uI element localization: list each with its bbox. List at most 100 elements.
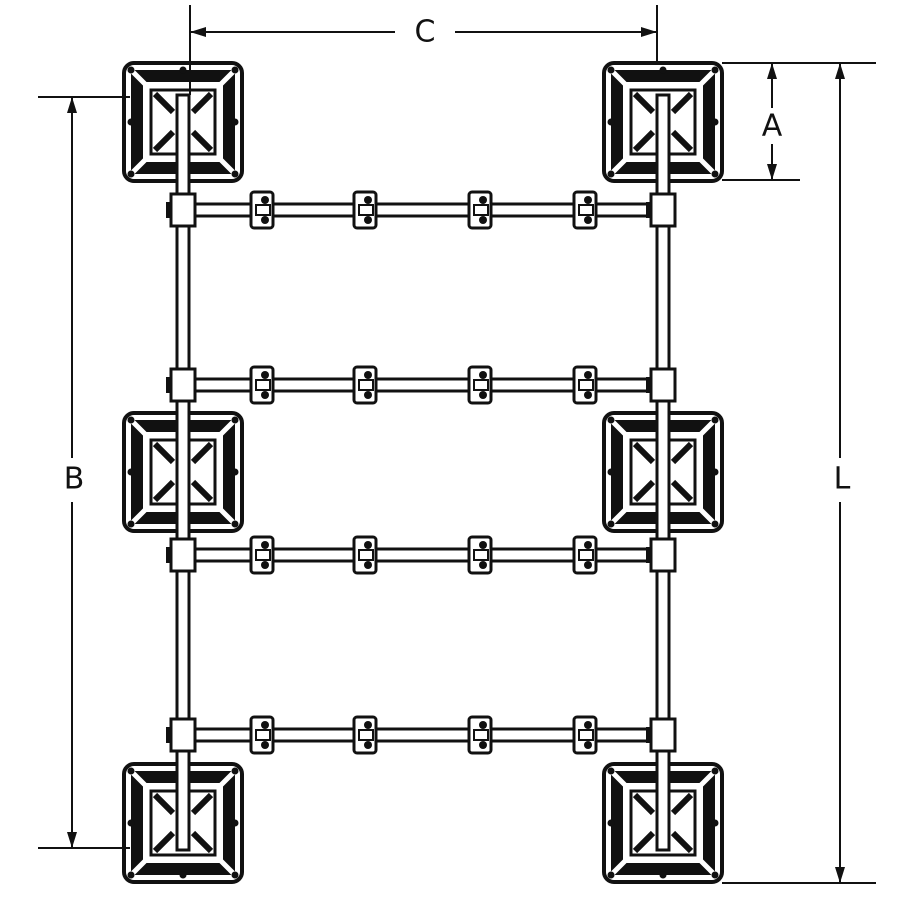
connector-insert bbox=[358, 549, 374, 561]
pad-bolt-icon bbox=[179, 66, 187, 74]
pad-bolt-icon bbox=[127, 170, 135, 178]
pad-bolt-icon bbox=[231, 767, 239, 775]
connector-insert bbox=[578, 204, 594, 216]
rail-clamp bbox=[649, 537, 677, 573]
connector-insert bbox=[358, 729, 374, 741]
connector-bolt-icon bbox=[584, 561, 592, 569]
dimension-label-c: C bbox=[415, 15, 436, 50]
arrow-icon bbox=[190, 27, 206, 37]
pad-bolt-icon bbox=[231, 66, 239, 74]
connector-bolt-icon bbox=[584, 371, 592, 379]
connector-bolt-icon bbox=[364, 561, 372, 569]
pad-bolt-icon bbox=[659, 66, 667, 74]
connector-insert bbox=[578, 549, 594, 561]
pad-bolt-icon bbox=[127, 468, 135, 476]
connector-bolt-icon bbox=[479, 741, 487, 749]
pad-bolt-icon bbox=[711, 118, 719, 126]
clamp-tab bbox=[646, 202, 651, 218]
connector-insert bbox=[473, 549, 489, 561]
connector-bolt-icon bbox=[479, 196, 487, 204]
pad-bolt-icon bbox=[231, 520, 239, 528]
connector-insert bbox=[255, 729, 271, 741]
pad-bolt-icon bbox=[711, 468, 719, 476]
rail-clamp bbox=[169, 192, 197, 228]
label-bg-a bbox=[756, 108, 788, 144]
pad-inner-brace bbox=[670, 830, 694, 854]
pad-bolt-icon bbox=[127, 819, 135, 827]
connector-insert bbox=[578, 729, 594, 741]
pad-bolt-icon bbox=[231, 819, 239, 827]
pad-inner-brace bbox=[152, 129, 176, 153]
pad-inner-brace bbox=[670, 792, 694, 816]
pad-inner-brace bbox=[190, 792, 214, 816]
pad-bolt-icon bbox=[607, 416, 615, 424]
rail-clamp bbox=[169, 367, 197, 403]
pad-bolt-icon bbox=[607, 118, 615, 126]
clamp-tab bbox=[646, 377, 651, 393]
rail-clamp bbox=[649, 717, 677, 753]
connector-insert bbox=[473, 204, 489, 216]
connector-bolt-icon bbox=[584, 541, 592, 549]
pad-inner-brace bbox=[152, 830, 176, 854]
clamp-tab bbox=[646, 547, 651, 563]
connector-bolt-icon bbox=[584, 391, 592, 399]
connector-bolt-icon bbox=[261, 721, 269, 729]
dimension-label-l: L bbox=[834, 462, 851, 497]
connector-insert bbox=[578, 379, 594, 391]
dimension-label-b: B bbox=[64, 462, 85, 497]
pad-bolt-icon bbox=[711, 170, 719, 178]
connector-bolt-icon bbox=[364, 391, 372, 399]
connector-bolt-icon bbox=[261, 216, 269, 224]
pad-bolt-icon bbox=[127, 118, 135, 126]
pad-bolt-icon bbox=[607, 468, 615, 476]
rail-clamp bbox=[649, 192, 677, 228]
connector-bolt-icon bbox=[479, 541, 487, 549]
connector-insert bbox=[358, 379, 374, 391]
pad-bolt-icon bbox=[231, 118, 239, 126]
pad-bolt-icon bbox=[127, 767, 135, 775]
pad-bolt-icon bbox=[711, 767, 719, 775]
pad-inner-brace bbox=[632, 792, 656, 816]
pad-bolt-icon bbox=[711, 520, 719, 528]
connector-bolt-icon bbox=[479, 721, 487, 729]
connector-insert bbox=[255, 379, 271, 391]
connector-insert bbox=[473, 379, 489, 391]
clamp-tab bbox=[166, 727, 171, 743]
pad-inner-brace bbox=[190, 91, 214, 115]
connector-bolt-icon bbox=[584, 216, 592, 224]
label-bg-l bbox=[824, 458, 856, 502]
clamp-tab bbox=[166, 547, 171, 563]
pad-inner-brace bbox=[670, 91, 694, 115]
label-bg-b bbox=[56, 458, 88, 502]
pad-bolt-icon bbox=[127, 66, 135, 74]
pad-inner-brace bbox=[152, 91, 176, 115]
connector-bolt-icon bbox=[364, 371, 372, 379]
clamp-tab bbox=[166, 202, 171, 218]
connector-bolt-icon bbox=[479, 391, 487, 399]
arrow-icon bbox=[67, 832, 77, 848]
crossbar bbox=[166, 715, 677, 755]
connector-bolt-icon bbox=[364, 196, 372, 204]
pad-inner-brace bbox=[190, 129, 214, 153]
connector-bolt-icon bbox=[261, 196, 269, 204]
pad-bolt-icon bbox=[659, 871, 667, 879]
crossbar bbox=[166, 365, 677, 405]
connector-bolt-icon bbox=[584, 741, 592, 749]
pad-inner-brace bbox=[190, 830, 214, 854]
connector-bolt-icon bbox=[364, 741, 372, 749]
pad-inner-brace bbox=[632, 91, 656, 115]
connector-bolt-icon bbox=[479, 561, 487, 569]
pad-inner-brace bbox=[632, 830, 656, 854]
rail-clamp bbox=[169, 537, 197, 573]
pad-inner-brace bbox=[670, 479, 694, 503]
vertical-rail bbox=[655, 93, 671, 852]
pad-bolt-icon bbox=[607, 66, 615, 74]
connector-insert bbox=[473, 729, 489, 741]
connector-bolt-icon bbox=[261, 371, 269, 379]
pad-bolt-icon bbox=[607, 767, 615, 775]
pad-inner-brace bbox=[190, 441, 214, 465]
arrow-icon bbox=[67, 97, 77, 113]
connector-bolt-icon bbox=[261, 541, 269, 549]
